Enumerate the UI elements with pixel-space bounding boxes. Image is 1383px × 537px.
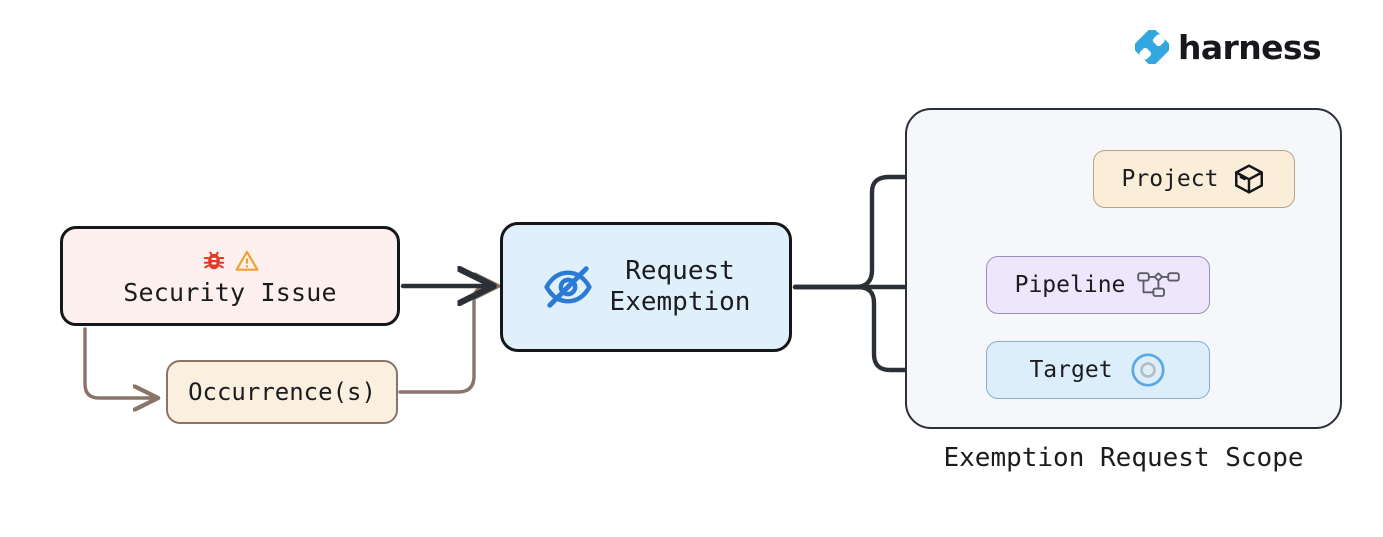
node-target[interactable]: Target bbox=[986, 341, 1210, 399]
node-occurrences-label: Occurrence(s) bbox=[188, 378, 376, 406]
node-occurrences[interactable]: Occurrence(s) bbox=[166, 360, 398, 424]
security-issue-icon-row bbox=[201, 246, 260, 276]
target-circle-icon bbox=[1131, 353, 1165, 387]
node-target-label: Target bbox=[1029, 357, 1113, 383]
eye-off-icon bbox=[543, 266, 592, 308]
edge-occurrences-to-request bbox=[398, 286, 497, 394]
harness-diamond-logo-icon bbox=[1135, 30, 1169, 64]
pipeline-nodes-icon bbox=[1137, 272, 1181, 297]
warning-triangle-icon bbox=[235, 250, 258, 271]
bug-icon bbox=[203, 251, 224, 269]
node-pipeline-label: Pipeline bbox=[1014, 272, 1126, 298]
node-request-exemption-label: Request Exemption bbox=[609, 256, 751, 317]
node-request-exemption[interactable]: Request Exemption bbox=[500, 222, 792, 352]
node-pipeline[interactable]: Pipeline bbox=[986, 256, 1210, 314]
cube-icon bbox=[1235, 164, 1264, 194]
edge-security-to-occurrences bbox=[83, 327, 157, 398]
exemption-request-scope-label: Exemption Request Scope bbox=[943, 443, 1304, 473]
node-security-issue[interactable]: Security Issue bbox=[60, 226, 400, 326]
node-security-issue-label: Security Issue bbox=[123, 277, 337, 307]
node-project-label: Project bbox=[1121, 166, 1219, 192]
harness-wordmark: harness bbox=[1178, 27, 1322, 67]
node-project[interactable]: Project bbox=[1093, 150, 1295, 208]
harness-logo: harness bbox=[1135, 27, 1322, 67]
